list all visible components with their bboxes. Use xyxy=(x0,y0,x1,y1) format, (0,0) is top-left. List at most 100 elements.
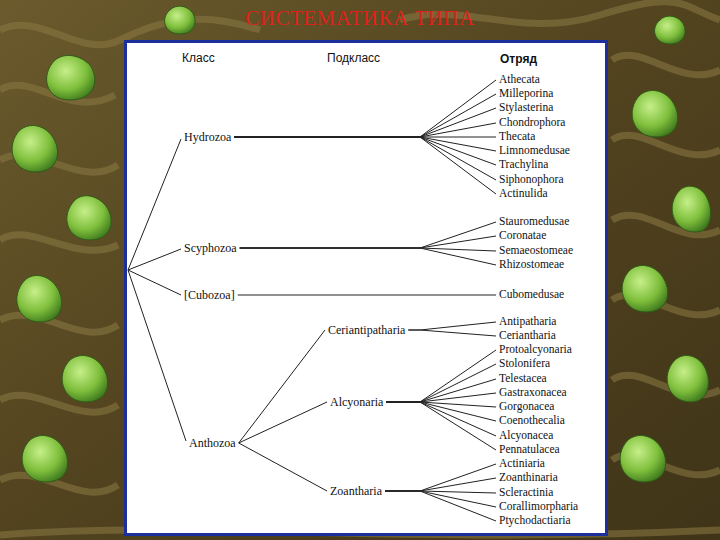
order-name: Ptychodactiaria xyxy=(499,514,571,528)
order-name: Milleporina xyxy=(499,87,553,101)
taxon-text: Athecata xyxy=(499,73,540,87)
tree-branch xyxy=(234,137,496,194)
order-name: Corallimorpharia xyxy=(499,500,578,514)
taxon-text: Zoanthinaria xyxy=(499,471,558,485)
tree-branch xyxy=(240,248,496,265)
order-name: Actinulida xyxy=(499,187,548,201)
taxon-text: Limnomedusae xyxy=(499,144,570,158)
taxon-text: Gastraxonacea xyxy=(499,386,567,400)
taxon-text: Siphonophora xyxy=(499,173,564,187)
order-name: Stylasterina xyxy=(499,101,553,115)
taxon-text: Pennatulacea xyxy=(499,443,560,457)
slide-title: СИСТЕМАТИКА ТИПА xyxy=(0,6,720,31)
taxon-text: Trachylina xyxy=(499,158,548,172)
taxon-text: Chondrophora xyxy=(499,116,565,130)
order-name: Chondrophora xyxy=(499,116,565,130)
tree-branch xyxy=(234,137,496,180)
taxon-text: Zoantharia xyxy=(330,484,382,498)
tree-branch xyxy=(408,322,496,330)
taxon-text: Hydrozoa xyxy=(184,130,231,144)
class-name: Scyphozoa xyxy=(184,241,237,256)
tree-branch xyxy=(408,330,496,336)
taxon-text: Ptychodactiaria xyxy=(499,514,571,528)
tree-branch xyxy=(234,123,496,137)
subclass-name: Alcyonaria xyxy=(330,395,383,410)
column-header: Отряд xyxy=(500,52,537,66)
taxon-text: Antipatharia xyxy=(499,315,556,329)
tree-branch xyxy=(234,108,496,137)
taxon-text: Stylasterina xyxy=(499,101,553,115)
taxon-text: Corallimorpharia xyxy=(499,500,578,514)
taxon-text: Gorgonacea xyxy=(499,400,554,414)
order-name: Antipatharia xyxy=(499,315,556,329)
order-name: Siphonophora xyxy=(499,173,564,187)
tree-branch xyxy=(386,393,496,402)
order-name: Limnomedusae xyxy=(499,144,570,158)
tree-branch xyxy=(385,491,496,521)
order-name: Coenothecalia xyxy=(499,414,565,428)
order-name: Cubomedusae xyxy=(499,288,564,302)
tree-branch xyxy=(234,80,496,137)
order-name: Rhizostomeae xyxy=(499,258,564,272)
tree-branch xyxy=(385,464,496,491)
taxon-text: Alcyonaria xyxy=(330,395,383,409)
tree-branch xyxy=(386,402,496,436)
taxon-text: Milleporina xyxy=(499,87,553,101)
tree-branch xyxy=(239,443,327,491)
tree-branch xyxy=(234,137,496,165)
taxon-text: Telestacea xyxy=(499,372,547,386)
tree-branch xyxy=(238,295,496,296)
taxon-text: Coronatae xyxy=(499,229,546,243)
taxon-text: Ceriantipatharia xyxy=(328,323,405,337)
tree-branch xyxy=(385,478,496,491)
tree-branch xyxy=(234,137,496,151)
taxon-text: Cubomedusae xyxy=(499,288,564,302)
tree-branch xyxy=(386,350,496,402)
column-header: Класс xyxy=(182,51,215,65)
class-name: Hydrozoa xyxy=(184,130,231,145)
order-name: Stauromedusae xyxy=(499,215,569,229)
taxon-text: Anthozoa xyxy=(189,436,236,450)
order-name: Coronatae xyxy=(499,229,546,243)
taxon-text: Stauromedusae xyxy=(499,215,569,229)
class-name: Anthozoa xyxy=(189,436,236,451)
order-name: Telestacea xyxy=(499,372,547,386)
tree-branch xyxy=(386,402,496,407)
tree-branch xyxy=(240,222,496,248)
order-name: Ceriantharia xyxy=(499,329,556,343)
tree-branch xyxy=(386,402,496,450)
tree-branch xyxy=(239,402,327,443)
taxon-text: Stolonifera xyxy=(499,357,550,371)
class-name: [Cubozoa] xyxy=(184,288,235,303)
tree-branch xyxy=(386,364,496,402)
order-name: Stolonifera xyxy=(499,357,550,371)
taxon-text: Actinulida xyxy=(499,187,548,201)
order-name: Thecata xyxy=(499,130,535,144)
taxon-text: Rhizostomeae xyxy=(499,258,564,272)
order-name: Athecata xyxy=(499,73,540,87)
order-name: Alcyonacea xyxy=(499,429,553,443)
taxon-text: [Cubozoa] xyxy=(184,288,235,302)
tree-branch xyxy=(386,379,496,402)
order-name: Gastraxonacea xyxy=(499,386,567,400)
tree-branch xyxy=(234,94,496,137)
order-name: Actiniaria xyxy=(499,457,545,471)
tree-branch xyxy=(239,330,325,443)
order-name: Zoanthinaria xyxy=(499,471,558,485)
order-name: Scleractinia xyxy=(499,486,553,500)
order-name: Semaeostomeae xyxy=(499,244,573,258)
taxon-text: Thecata xyxy=(499,130,535,144)
taxon-text: Scyphozoa xyxy=(184,241,237,255)
taxon-text: Ceriantharia xyxy=(499,329,556,343)
order-name: Trachylina xyxy=(499,158,548,172)
taxon-text: Semaeostomeae xyxy=(499,244,573,258)
tree-branch xyxy=(240,236,496,248)
taxon-text: Scleractinia xyxy=(499,486,553,500)
taxon-text: Actiniaria xyxy=(499,457,545,471)
taxon-text: Protoalcyonaria xyxy=(499,343,572,357)
order-name: Protoalcyonaria xyxy=(499,343,572,357)
taxon-text: Alcyonacea xyxy=(499,429,553,443)
order-name: Gorgonacea xyxy=(499,400,554,414)
